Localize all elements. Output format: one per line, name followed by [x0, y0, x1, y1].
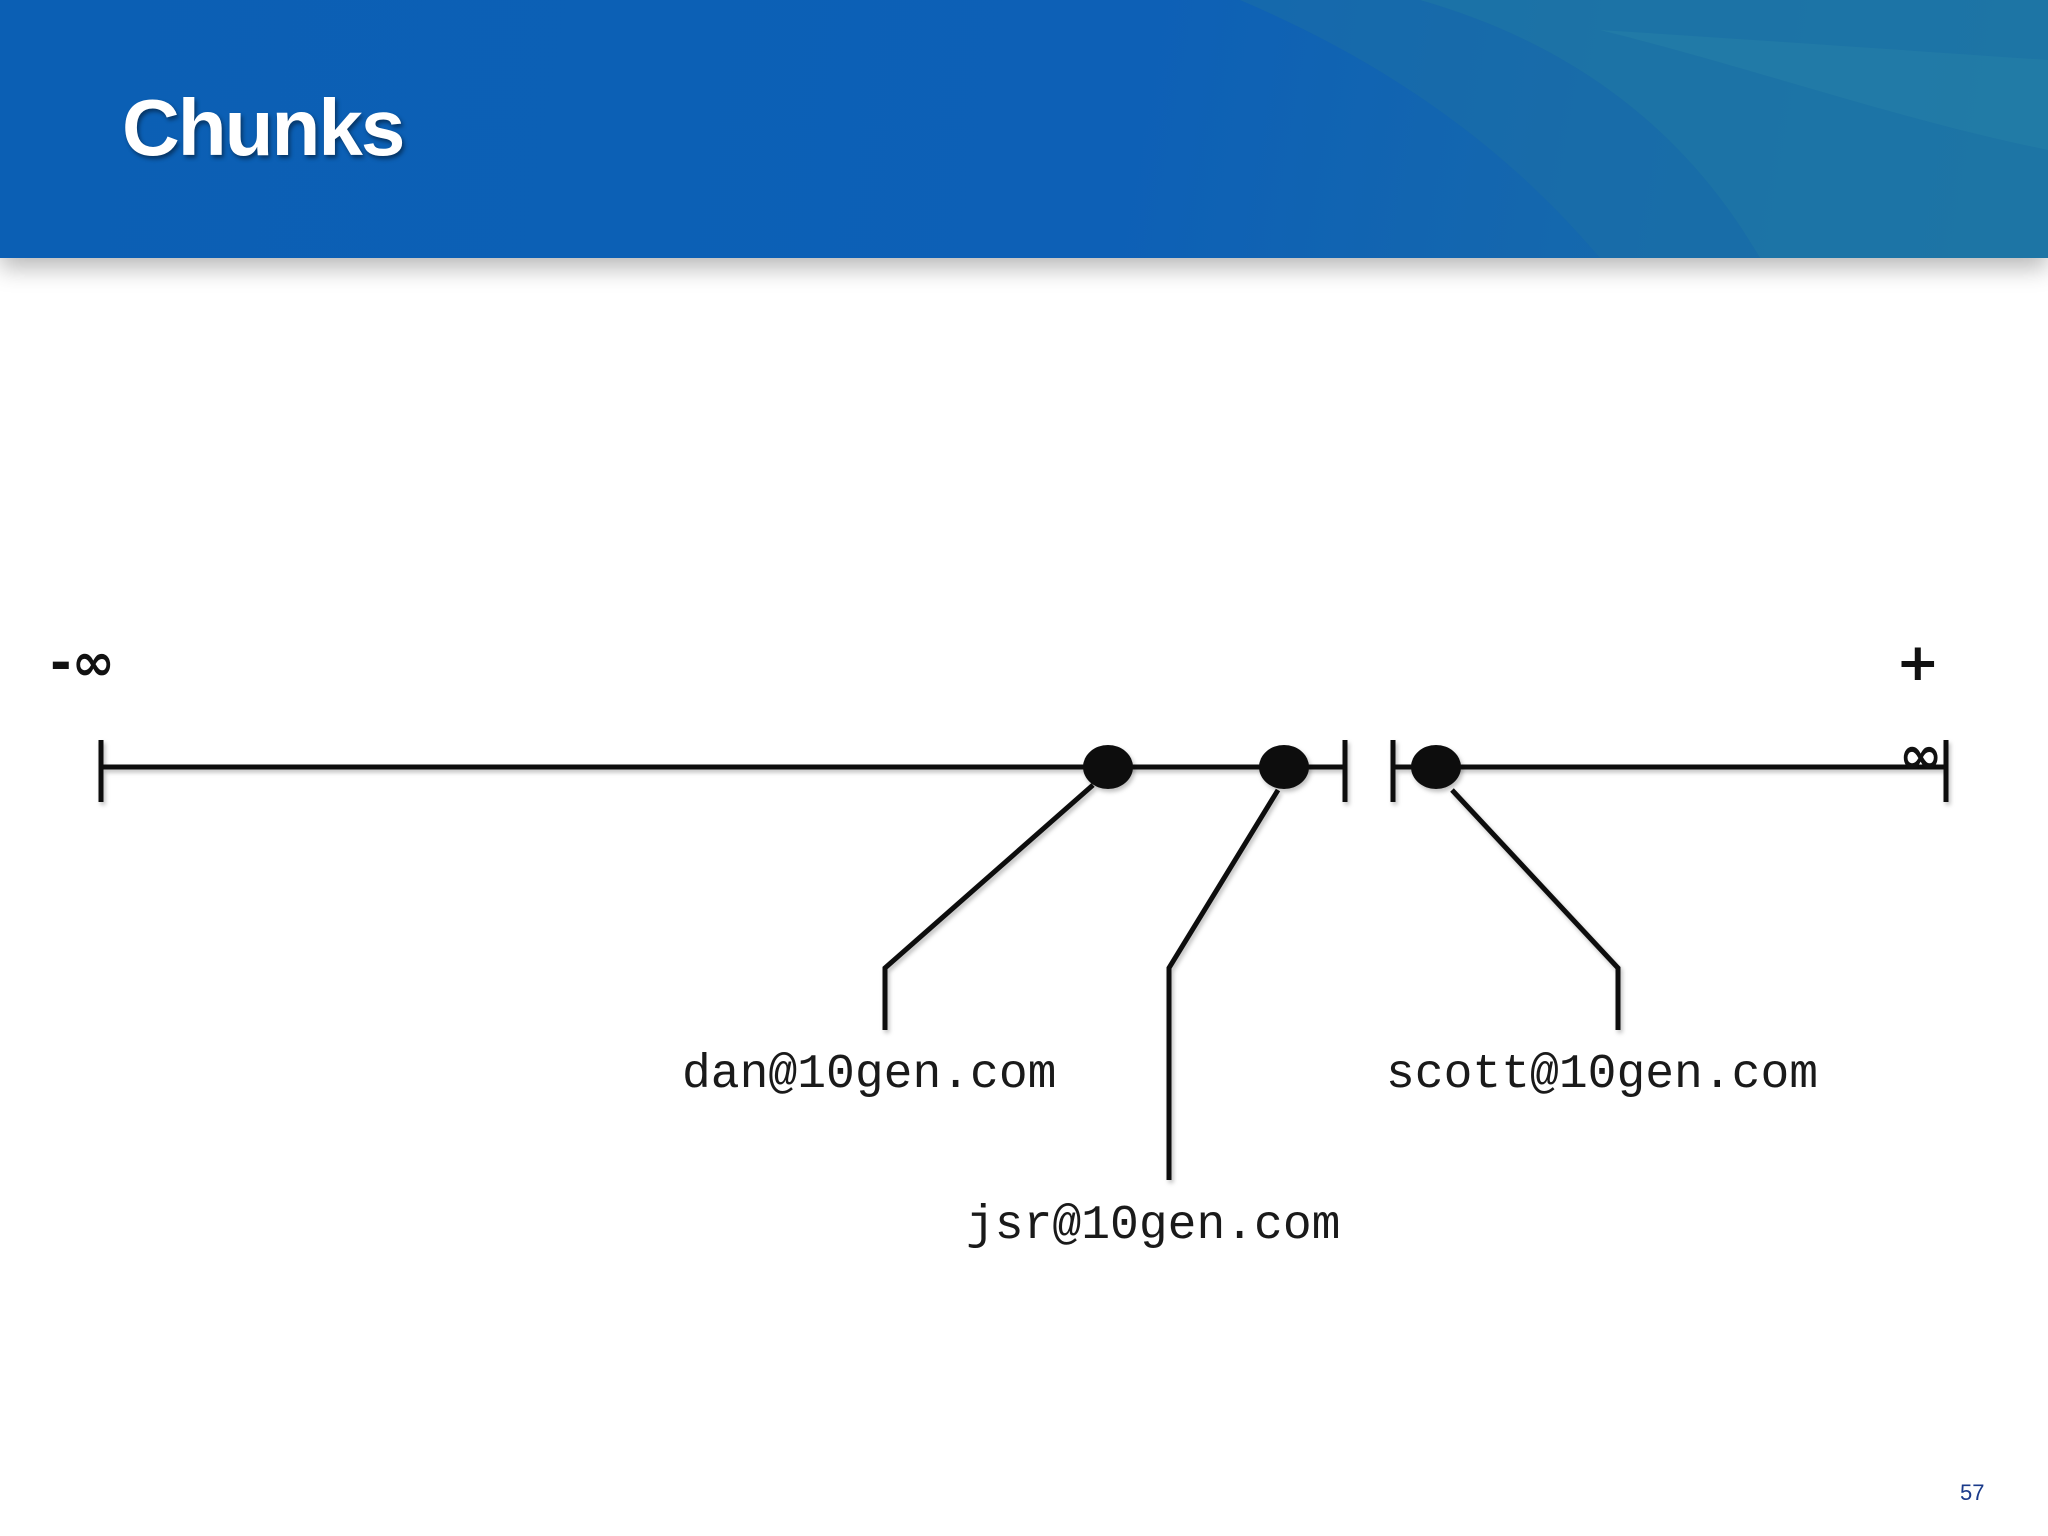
banner-wave-decoration	[1240, 0, 2048, 258]
page-number: 57	[1960, 1480, 1985, 1505]
key-2-label: jsr@10gen.com	[966, 1199, 1340, 1253]
range-end-infinity-label: ∞	[1899, 726, 1942, 786]
key-3-leader-line	[1450, 788, 1621, 1030]
key-2-marker	[1259, 745, 1309, 789]
key-3-marker	[1411, 745, 1461, 789]
title-banner: Chunks	[0, 0, 2048, 258]
slide-title: Chunks	[122, 83, 405, 172]
key-1-leader-line	[882, 783, 1095, 1030]
key-1-marker	[1083, 745, 1133, 789]
key-2-leader-line	[1166, 788, 1281, 1180]
key-1-label: dan@10gen.com	[682, 1048, 1056, 1102]
key-3-label: scott@10gen.com	[1386, 1048, 1818, 1102]
range-start-label: -∞	[50, 633, 115, 693]
range-end-plus-label: +	[1896, 633, 1940, 693]
